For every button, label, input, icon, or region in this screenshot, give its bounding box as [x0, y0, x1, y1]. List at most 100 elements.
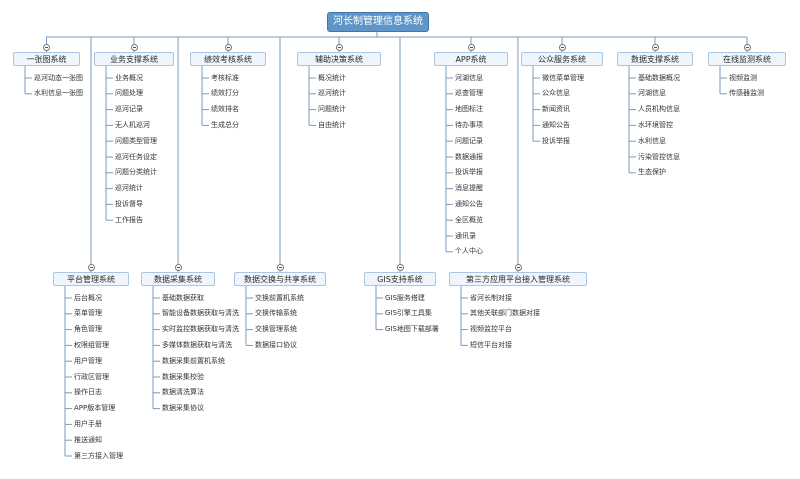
- leaf-item[interactable]: 水环境管控: [638, 120, 673, 129]
- leaf-item[interactable]: 绩效排名: [211, 105, 239, 114]
- branch-node[interactable]: GIS支持系统: [364, 272, 436, 286]
- collapse-minus-icon[interactable]: [174, 264, 182, 271]
- leaf-item[interactable]: 实时监控数据获取与清洗: [162, 325, 239, 334]
- leaf-item[interactable]: 第三方接入管理: [74, 451, 123, 460]
- branch-node[interactable]: 业务支撑系统: [94, 52, 174, 66]
- branch-node[interactable]: 公众服务系统: [521, 52, 603, 66]
- leaf-item[interactable]: 问题记录: [455, 136, 483, 145]
- leaf-item[interactable]: 用户手册: [74, 419, 102, 428]
- collapse-minus-icon[interactable]: [130, 44, 138, 51]
- collapse-minus-icon[interactable]: [224, 44, 232, 51]
- leaf-item[interactable]: 交换前置机系统: [255, 293, 304, 302]
- leaf-item[interactable]: 巡河动态一张图: [34, 73, 83, 82]
- leaf-item[interactable]: 交换传输系统: [255, 309, 297, 318]
- leaf-item[interactable]: 微信菜单管理: [542, 73, 584, 82]
- leaf-item[interactable]: 业务概况: [115, 73, 143, 82]
- leaf-item[interactable]: 污染管控信息: [638, 152, 680, 161]
- leaf-item[interactable]: 省河长制对接: [470, 293, 512, 302]
- branch-node[interactable]: 一张图系统: [13, 52, 80, 66]
- leaf-item[interactable]: GIS引擎工具集: [385, 309, 432, 318]
- leaf-item[interactable]: 地图标注: [455, 105, 483, 114]
- leaf-item[interactable]: 用户管理: [74, 356, 102, 365]
- leaf-item[interactable]: 传感器监测: [729, 89, 764, 98]
- leaf-item[interactable]: 视频监测: [729, 73, 757, 82]
- collapse-minus-icon[interactable]: [335, 44, 343, 51]
- leaf-item[interactable]: 无人机巡河: [115, 120, 150, 129]
- leaf-item[interactable]: 消息提醒: [455, 184, 483, 193]
- collapse-minus-icon[interactable]: [87, 264, 95, 271]
- leaf-item[interactable]: 河湖信息: [638, 89, 666, 98]
- leaf-item[interactable]: 投诉举报: [542, 136, 570, 145]
- leaf-item[interactable]: 考核标准: [211, 73, 239, 82]
- leaf-item[interactable]: 巡河统计: [318, 89, 346, 98]
- leaf-item[interactable]: 个人中心: [455, 247, 483, 256]
- leaf-item[interactable]: 新闻资讯: [542, 105, 570, 114]
- leaf-item[interactable]: 水利信息一张图: [34, 89, 83, 98]
- leaf-item[interactable]: 人员机构信息: [638, 105, 680, 114]
- leaf-item[interactable]: 权限组管理: [74, 340, 109, 349]
- leaf-item[interactable]: 问题处理: [115, 89, 143, 98]
- leaf-item[interactable]: 问题统计: [318, 105, 346, 114]
- branch-node[interactable]: 第三方应用平台接入管理系统: [449, 272, 587, 286]
- leaf-item[interactable]: GIS地图下载部署: [385, 325, 439, 334]
- leaf-item[interactable]: 投诉督导: [115, 199, 143, 208]
- leaf-item[interactable]: 推送通知: [74, 435, 102, 444]
- collapse-minus-icon[interactable]: [276, 264, 284, 271]
- branch-node[interactable]: 数据采集系统: [141, 272, 215, 286]
- leaf-item[interactable]: 通知公告: [455, 199, 483, 208]
- collapse-minus-icon[interactable]: [558, 44, 566, 51]
- leaf-item[interactable]: 角色管理: [74, 325, 102, 334]
- collapse-minus-icon[interactable]: [651, 44, 659, 51]
- branch-node[interactable]: 数据支撑系统: [617, 52, 693, 66]
- leaf-item[interactable]: 数据接口协议: [255, 340, 297, 349]
- leaf-item[interactable]: 概况统计: [318, 73, 346, 82]
- leaf-item[interactable]: 多媒体数据获取与清洗: [162, 340, 232, 349]
- leaf-item[interactable]: 待办事项: [455, 120, 483, 129]
- leaf-item[interactable]: 数据清洗算法: [162, 388, 204, 397]
- branch-node[interactable]: 在线监测系统: [708, 52, 786, 66]
- leaf-item[interactable]: 智能设备数据获取与清洗: [162, 309, 239, 318]
- leaf-item[interactable]: 交换管理系统: [255, 325, 297, 334]
- leaf-item[interactable]: 短信平台对接: [470, 340, 512, 349]
- leaf-item[interactable]: GIS服务搭建: [385, 293, 425, 302]
- leaf-item[interactable]: 全区概览: [455, 215, 483, 224]
- leaf-item[interactable]: 视频监控平台: [470, 325, 512, 334]
- leaf-item[interactable]: 数据采集前置机系统: [162, 356, 225, 365]
- leaf-item[interactable]: 投诉举报: [455, 168, 483, 177]
- leaf-item[interactable]: 绩效打分: [211, 89, 239, 98]
- leaf-item[interactable]: 其他关联部门数据对接: [470, 309, 540, 318]
- root-node[interactable]: 河长制管理信息系统: [327, 12, 429, 32]
- leaf-item[interactable]: 问题分类统计: [115, 168, 157, 177]
- leaf-item[interactable]: 生成总分: [211, 120, 239, 129]
- leaf-item[interactable]: 菜单管理: [74, 309, 102, 318]
- leaf-item[interactable]: 水利信息: [638, 136, 666, 145]
- branch-node[interactable]: APP系统: [434, 52, 508, 66]
- leaf-item[interactable]: 自由统计: [318, 120, 346, 129]
- collapse-minus-icon[interactable]: [43, 44, 50, 51]
- leaf-item[interactable]: 生态保护: [638, 168, 666, 177]
- leaf-item[interactable]: 巡查管理: [455, 89, 483, 98]
- leaf-item[interactable]: 行政区管理: [74, 372, 109, 381]
- branch-node[interactable]: 辅助决策系统: [297, 52, 381, 66]
- leaf-item[interactable]: 巡河任务设定: [115, 152, 157, 161]
- leaf-item[interactable]: 基础数据概况: [638, 73, 680, 82]
- leaf-item[interactable]: 问题类型管理: [115, 136, 157, 145]
- collapse-minus-icon[interactable]: [396, 264, 404, 271]
- leaf-item[interactable]: 数据通报: [455, 152, 483, 161]
- leaf-item[interactable]: 公众信息: [542, 89, 570, 98]
- collapse-minus-icon[interactable]: [743, 44, 751, 51]
- leaf-item[interactable]: 基础数据获取: [162, 293, 204, 302]
- collapse-minus-icon[interactable]: [467, 44, 475, 51]
- leaf-item[interactable]: APP版本管理: [74, 404, 116, 413]
- leaf-item[interactable]: 巡河统计: [115, 184, 143, 193]
- leaf-item[interactable]: 工作报告: [115, 215, 143, 224]
- collapse-minus-icon[interactable]: [514, 264, 522, 271]
- leaf-item[interactable]: 巡河记录: [115, 105, 143, 114]
- leaf-item[interactable]: 操作日志: [74, 388, 102, 397]
- leaf-item[interactable]: 河湖信息: [455, 73, 483, 82]
- branch-node[interactable]: 平台管理系统: [53, 272, 129, 286]
- branch-node[interactable]: 绩效考核系统: [190, 52, 266, 66]
- branch-node[interactable]: 数据交换与共享系统: [234, 272, 326, 286]
- leaf-item[interactable]: 数据采集协议: [162, 404, 204, 413]
- leaf-item[interactable]: 数据采集校验: [162, 372, 204, 381]
